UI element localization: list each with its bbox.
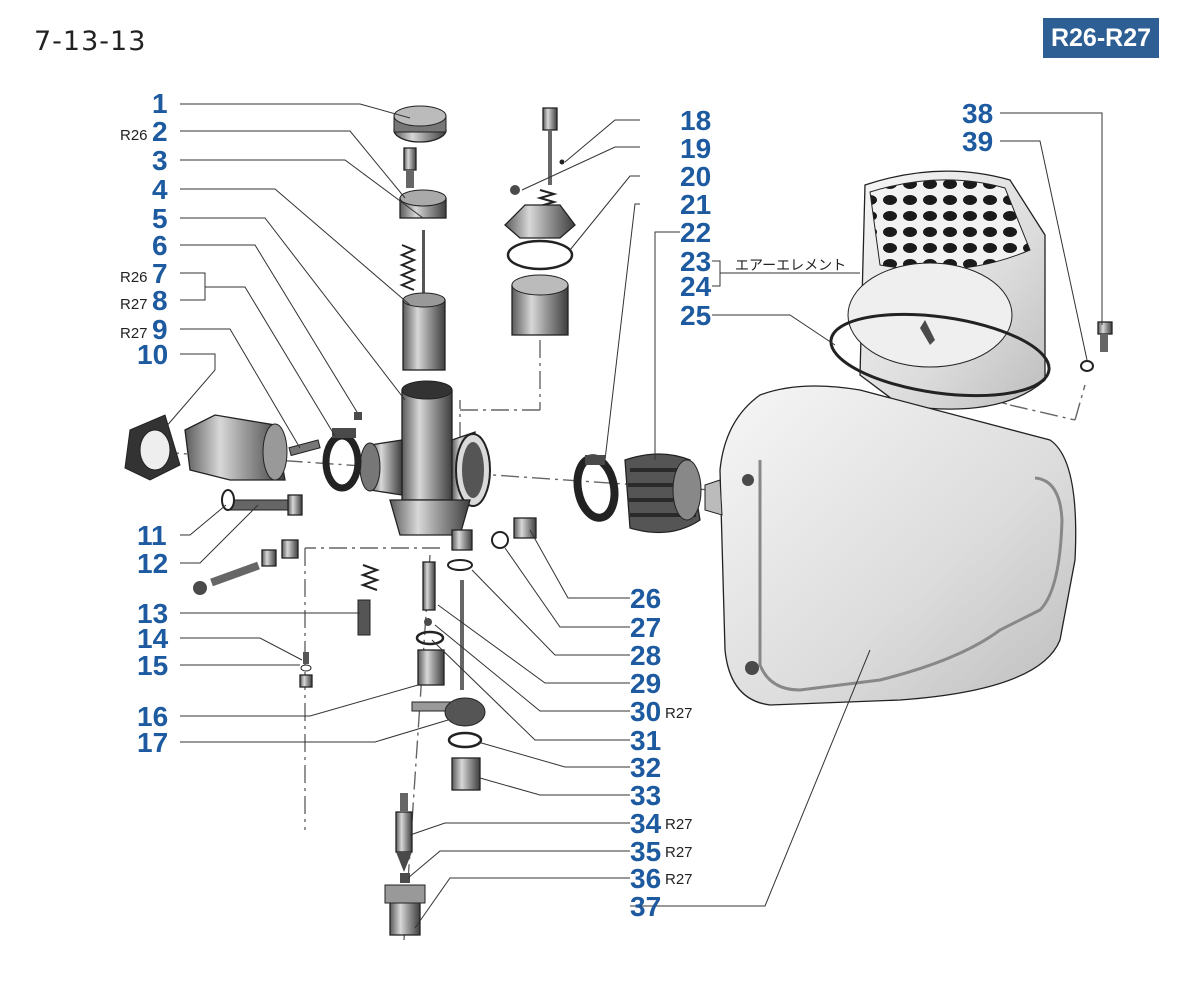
callout-19: 19 [680,133,711,164]
model-badge: R26-R27 [1043,18,1159,58]
callout-25: 25 [680,300,711,331]
air-filter-element [847,170,1046,410]
element-ring-25 [829,312,1051,398]
rubber-connector-22 [624,453,702,534]
callout-35-suffix: R27 [665,844,693,861]
float-bowl [511,274,569,336]
callout-16: 16 [137,701,168,732]
hose-clamp-21 [573,454,619,522]
callout-35: 35 [630,836,661,867]
callout-31: 31 [630,725,661,756]
callout-9-prefix: R27 [120,325,148,342]
callout-37: 37 [630,891,661,922]
callout-2-prefix: R26 [120,127,148,144]
callout-12: 12 [137,548,168,579]
banjo-17 [411,697,486,727]
adjuster-screw [403,147,417,188]
callout-26: 26 [630,583,661,614]
fitting-16 [417,649,445,686]
callout-36-suffix: R27 [665,871,693,888]
callout-4: 4 [152,174,168,205]
callout-11: 11 [137,520,167,551]
callout-33: 33 [630,780,661,811]
callout-30: 30 [630,696,661,727]
throttle-slide-4 [402,292,446,371]
callout-5: 5 [152,203,168,234]
callout-7: 7 [152,258,168,289]
callout-36: 36 [630,863,661,894]
gasket-10 [124,414,181,481]
callout-8-prefix: R27 [120,296,148,313]
callout-34-suffix: R27 [665,816,693,833]
clamp-7-8 [322,428,362,492]
callout-14: 14 [137,623,169,654]
callout-1: 1 [152,88,168,119]
mixing-chamber-top-1 [393,105,447,143]
callout-9: 9 [152,314,168,345]
washer-32 [447,731,483,749]
callout-6: 6 [152,230,168,261]
bolt-12 [229,494,303,516]
callout-23: 23 [680,246,711,277]
callout-7-prefix: R26 [120,269,148,286]
callout-15: 15 [137,650,168,681]
callout-21: 21 [680,189,711,220]
screw-9 [288,412,362,457]
screw-13 [357,564,380,636]
callout-24: 24 [680,271,712,302]
callout-labels: 1 R26 2 3 4 5 6 R26 7 R27 8 R27 9 10 11 … [120,88,993,922]
callout-17: 17 [137,727,168,758]
callout-39: 39 [962,126,993,157]
main-jet-parts [415,559,473,690]
banjo-bolt-33 [451,757,481,791]
drain-plug-26-27 [491,517,537,549]
leader-lines [164,103,1103,929]
callout-34: 34 [630,808,662,839]
screw-14-15 [299,652,313,688]
screw-38-39 [1080,321,1113,372]
callout-22: 22 [680,217,711,248]
callout-38: 38 [962,98,993,129]
callout-20: 20 [680,161,711,192]
top-cap-2 [399,189,447,219]
idle-screw [193,539,299,595]
inlet-stub [184,414,288,481]
page-code: 7-13-13 [34,26,147,57]
callout-18: 18 [680,105,711,136]
callout-13: 13 [137,598,168,629]
callout-2: 2 [152,116,168,147]
callout-10: 10 [137,339,168,370]
callout-29: 29 [630,668,661,699]
float-cover-20 [504,204,576,271]
needle-jet-34-36 [384,793,426,936]
callout-8: 8 [152,285,168,316]
air-cleaner-housing-37 [704,385,1077,706]
tickler-pin-18 [542,107,565,185]
callout-27: 27 [630,612,661,643]
callout-3: 3 [152,145,168,176]
callout-32: 32 [630,752,661,783]
callout-28: 28 [630,640,661,671]
element-note: エアーエレメント [735,258,846,274]
carburettor-body-5 [359,380,491,551]
needle-3-spring [399,230,425,300]
callout-30-suffix: R27 [665,705,693,722]
washer-11 [221,489,235,511]
